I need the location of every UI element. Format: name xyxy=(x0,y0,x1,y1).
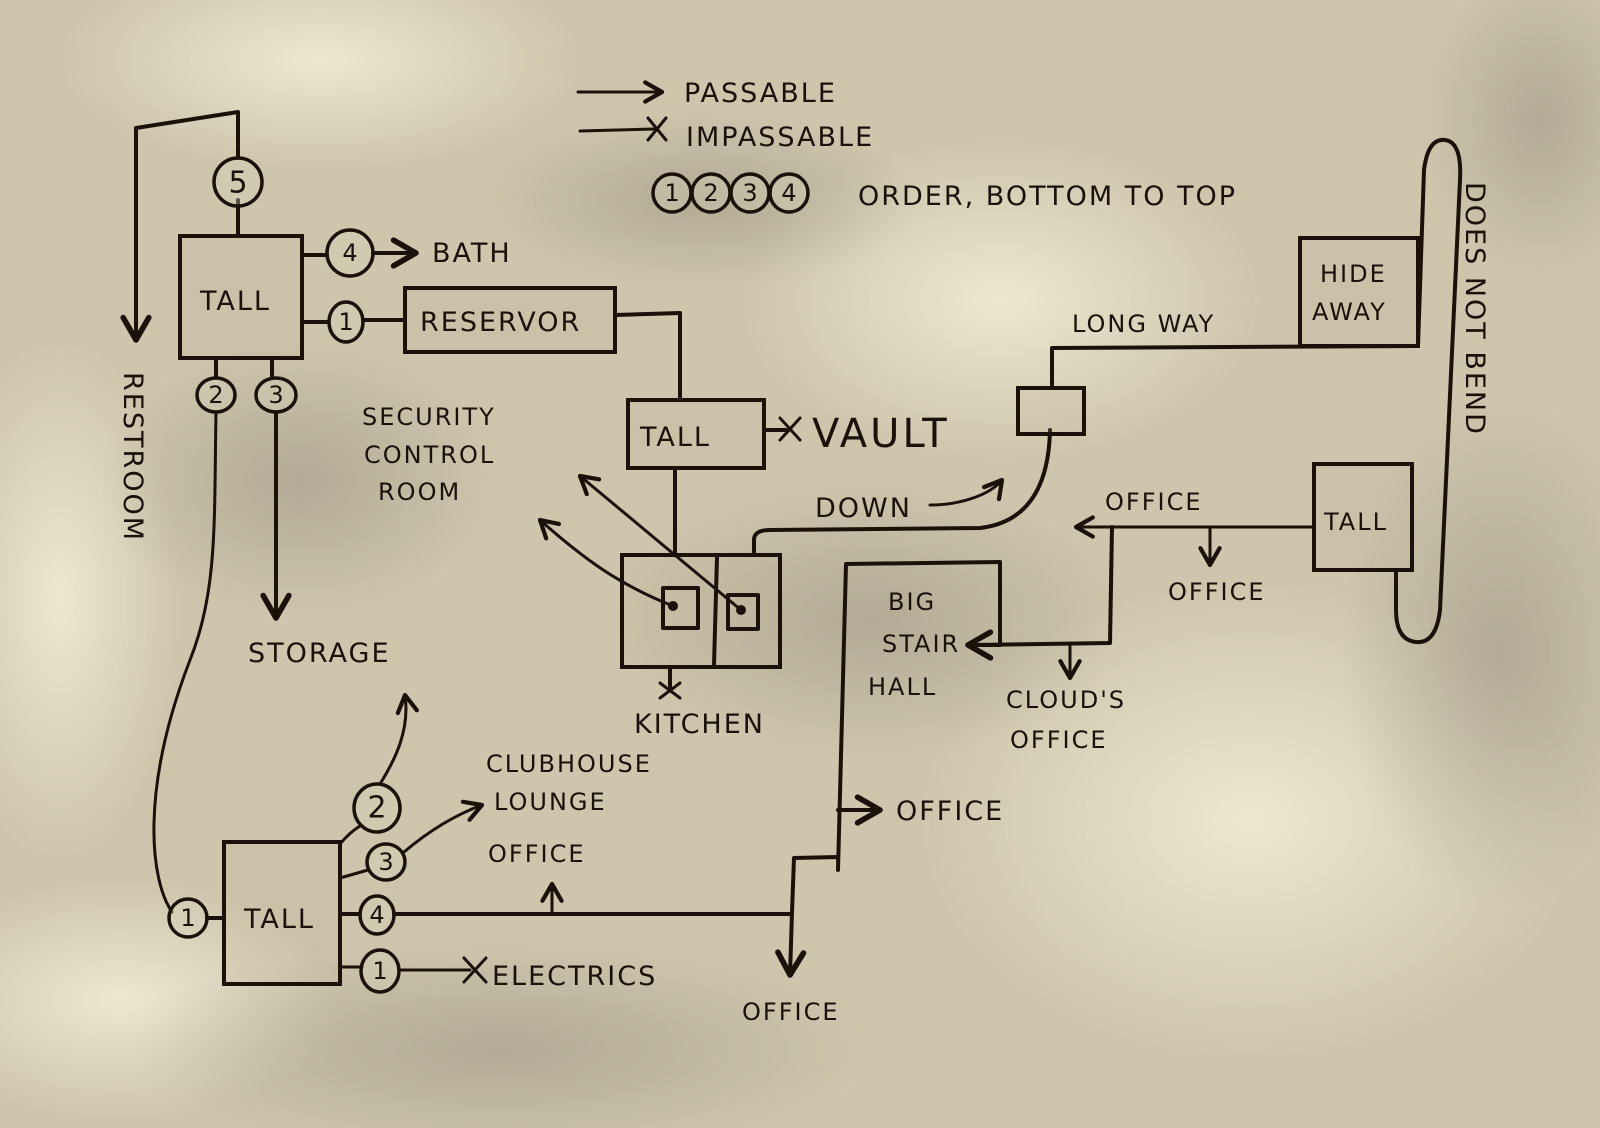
stair-hall-route xyxy=(970,525,1114,647)
clubhouse-arrow xyxy=(402,799,485,854)
hideaway-label-line1: HIDE xyxy=(1320,260,1387,288)
order-badge-4-label: 4 xyxy=(781,179,796,207)
clouds-office-label: CLOUD'S OFFICE xyxy=(1006,686,1126,754)
exit-badge-3-top-label: 3 xyxy=(268,381,283,409)
connector-curve-left xyxy=(152,410,218,914)
stair-landing-box xyxy=(1016,386,1086,436)
exit-badge-5 xyxy=(212,156,264,208)
right-cluster: LONG WAY HIDE AWAY DOES NOT BEND TALL OF… xyxy=(965,137,1490,681)
security-arrow-left xyxy=(537,517,675,608)
exit-badge-2-top-label: 2 xyxy=(208,381,223,409)
tall-room-top-left-label: TALL xyxy=(199,286,271,317)
legend-passable-label: PASSABLE xyxy=(684,78,837,109)
vault-label: VAULT xyxy=(812,411,950,457)
long-way-label: LONG WAY xyxy=(1072,310,1215,338)
bath-label: BATH xyxy=(432,238,512,269)
kitchen-blocked-x-icon xyxy=(658,681,682,700)
top-left-tall-cluster: 5 TALL 4 BATH 1 RESERVOR 2 3 xyxy=(120,110,617,914)
exit-badge-5-label: 5 xyxy=(228,166,247,201)
exit-badge-3-bottom xyxy=(365,842,407,882)
exit-badge-1-reservoir-label: 1 xyxy=(338,308,353,336)
hideaway-label-line2: AWAY xyxy=(1312,298,1387,326)
does-not-bend-corridor xyxy=(1394,137,1463,645)
office-bottom-label: OFFICE xyxy=(742,998,840,1026)
clouds-office-line1: CLOUD'S xyxy=(1006,686,1126,714)
bottom-left-tall-cluster: TALL 1 2 3 4 1 ELECTRICS xyxy=(167,692,794,994)
storage-label: STORAGE xyxy=(248,638,391,669)
security-control-room-label: SECURITY CONTROL ROOM xyxy=(362,403,496,506)
down-label: DOWN xyxy=(815,493,912,524)
impassable-arrow-icon xyxy=(578,127,657,133)
order-badge-2-label: 2 xyxy=(703,179,718,207)
exit-badge-3-bottom-label: 3 xyxy=(378,848,393,876)
legend: PASSABLE IMPASSABLE 1 2 3 4 ORDER, BOTTO… xyxy=(576,78,1237,214)
tall-room-center-label: TALL xyxy=(639,422,711,453)
clubhouse-lounge-label: CLUBHOUSE LOUNGE xyxy=(486,750,652,816)
kitchen-label: KITCHEN xyxy=(634,709,765,740)
legend-order-label: ORDER, BOTTOM TO TOP xyxy=(858,181,1237,212)
reservoir-to-tall-route xyxy=(613,311,682,402)
office-top-right-label: OFFICE xyxy=(1105,488,1203,516)
exit-badge-1-right-label: 1 xyxy=(372,957,387,985)
restroom-route xyxy=(120,110,240,343)
center-cluster: TALL VAULT KITCHEN xyxy=(537,311,1052,740)
office-arrow-south xyxy=(775,855,840,978)
does-not-bend-label: DOES NOT BEND xyxy=(1459,182,1490,436)
reservoir-room xyxy=(403,286,617,354)
tall-room-center xyxy=(626,398,766,470)
long-way-route xyxy=(1050,344,1420,390)
office-above-corridor-label: OFFICE xyxy=(488,840,586,868)
electrics-blocked-x-icon xyxy=(462,956,488,984)
tall-room-right xyxy=(1312,462,1414,572)
kitchen-access-room xyxy=(620,553,782,669)
security-label-line1: SECURITY xyxy=(362,403,496,431)
down-route xyxy=(752,428,1052,557)
exit-badge-2-bottom xyxy=(352,782,402,834)
order-badge-3-label: 3 xyxy=(742,179,757,207)
tall-room-bottom-left-label: TALL xyxy=(243,904,315,935)
tall-room-bottom-left xyxy=(222,840,342,986)
big-stair-hall: BIG STAIR HALL OFFICE OFFICE xyxy=(742,560,1004,1026)
clouds-office-line2: OFFICE xyxy=(1010,726,1108,754)
order-badge-4 xyxy=(768,172,810,214)
restroom-label: RESTROOM xyxy=(117,372,148,542)
vault-blocked-x-icon xyxy=(778,416,802,442)
exit-badge-4-bottom-label: 4 xyxy=(369,901,384,929)
tall-room-right-label: TALL xyxy=(1323,508,1388,536)
clubhouse-label-line2: LOUNGE xyxy=(494,788,607,816)
order-badges: 1 2 3 4 xyxy=(651,172,810,214)
exit-badge-4-label: 4 xyxy=(342,239,357,267)
legend-impassable-label: IMPASSABLE xyxy=(686,122,874,153)
stair-hall-label-line3: HALL xyxy=(868,673,937,701)
impassable-x-icon xyxy=(646,116,668,142)
electrics-label: ELECTRICS xyxy=(492,961,657,992)
office-below-right-label: OFFICE xyxy=(1168,578,1266,606)
security-label-line2: CONTROL xyxy=(364,441,495,469)
tall-room-top-left xyxy=(178,234,304,360)
down-arrow xyxy=(928,477,1005,507)
office-right-of-stair-label: OFFICE xyxy=(896,796,1004,827)
reservoir-label: RESERVOR xyxy=(420,307,581,338)
security-label-line3: ROOM xyxy=(378,478,461,506)
storage-arrow-bottom xyxy=(378,692,419,786)
exit-badge-2-bottom-label: 2 xyxy=(367,791,386,826)
hideaway-room xyxy=(1298,236,1420,348)
big-stair-hall-outline xyxy=(836,560,1002,872)
clubhouse-label-line1: CLUBHOUSE xyxy=(486,750,652,778)
exit-badge-1-left-label: 1 xyxy=(180,904,195,932)
switch-left xyxy=(661,586,700,630)
security-arrow-right xyxy=(577,473,743,612)
stair-hall-label-line1: BIG xyxy=(888,588,936,616)
order-badge-1-label: 1 xyxy=(664,179,679,207)
stair-hall-label-line2: STAIR xyxy=(882,630,960,658)
